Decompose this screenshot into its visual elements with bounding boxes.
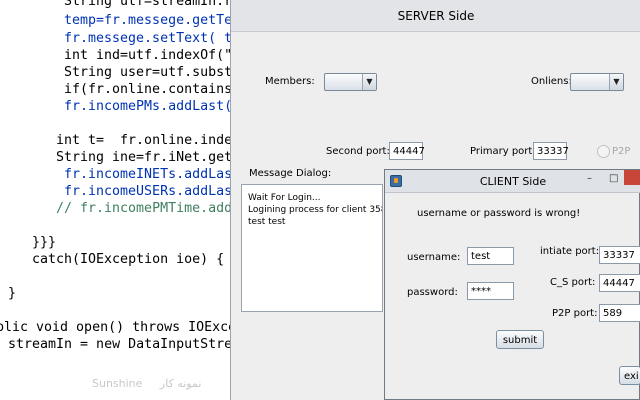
p2p-label: P2P (612, 146, 631, 157)
code-line: }}} (32, 235, 57, 250)
chevron-down-icon: ▼ (609, 74, 623, 90)
cs-port-field[interactable]: 44447 (599, 274, 640, 292)
code-line: fr.incomePMs.addLast(u (64, 99, 240, 114)
message-line: Logining process for client 3582 (248, 205, 383, 215)
password-label: password: (407, 287, 458, 298)
message-dialog-label: Message Dialog: (249, 168, 332, 179)
server-title: SERVER Side (397, 9, 475, 23)
code-line: if(fr.online.contains( (64, 82, 240, 97)
code-line: // fr.incomePMTime.addL (56, 201, 240, 216)
code-line: String utf=streamIn.readUTF(); (64, 0, 240, 9)
second-port-field[interactable]: 44447 (389, 142, 425, 160)
intiate-port-label: intiate port: (540, 246, 600, 257)
maximize-button[interactable]: □ (609, 173, 619, 184)
code-line: catch(IOException ioe) { (32, 252, 225, 267)
close-button[interactable] (624, 170, 640, 185)
exit-button[interactable]: exi (619, 366, 640, 385)
intiate-port-field[interactable]: 33337 (599, 246, 640, 264)
p2p-port-field[interactable]: 589 (599, 304, 640, 322)
message-line: Wait For Login... (248, 193, 321, 203)
p2p-radio[interactable] (597, 145, 610, 158)
members-dropdown[interactable]: ▼ (324, 73, 377, 91)
code-line: blic void open() throws IOExce (0, 320, 237, 335)
onliens-dropdown[interactable]: ▼ (570, 73, 624, 91)
error-message: username or password is wrong! (417, 208, 581, 219)
members-label: Members: (265, 76, 315, 87)
onliens-label: Onliens: (531, 76, 572, 87)
code-line: fr.incomeUSERs.addLast (64, 184, 240, 199)
second-port-label: Second port: (326, 146, 390, 157)
code-line: int t= fr.online.index (56, 133, 240, 148)
code-line: temp=fr.messege.getText(); (64, 13, 240, 28)
message-line: test test (248, 217, 286, 227)
code-editor[interactable]: String utf=streamIn.readUTF(); temp=fr.m… (0, 0, 240, 400)
code-line: streamIn = new DataInputStrea (8, 337, 240, 352)
code-line: fr.incomeINETs.addLast (64, 167, 240, 182)
client-titlebar[interactable]: CLIENT Side – □ (385, 170, 640, 193)
chevron-down-icon: ▼ (362, 74, 376, 90)
cs-port-label: C_S port: (550, 277, 596, 288)
primary-port-label: Primary port: (470, 146, 536, 157)
client-title: CLIENT Side (479, 175, 547, 188)
minimize-button[interactable]: – (587, 173, 592, 184)
client-window: CLIENT Side – □ username or password is … (384, 169, 640, 400)
username-field[interactable]: test (467, 247, 514, 265)
watermark: Sunshine نمونه کار (92, 377, 202, 390)
password-field[interactable]: **** (467, 282, 514, 300)
username-label: username: (407, 252, 461, 263)
server-titlebar[interactable]: SERVER Side (231, 0, 640, 32)
message-dialog-area[interactable]: Wait For Login... Logining process for c… (241, 184, 383, 312)
code-line: String ine=fr.iNet.get( (56, 150, 240, 165)
submit-button[interactable]: submit (496, 330, 544, 349)
code-line: fr.messege.setText( te (64, 31, 240, 46)
primary-port-field[interactable]: 33337 (533, 142, 569, 160)
java-icon (390, 175, 402, 187)
p2p-port-label: P2P port: (552, 308, 598, 319)
code-line: int ind=utf.indexOf(" (64, 48, 240, 63)
code-line: String user=utf.substr (64, 65, 240, 80)
code-line: } (8, 286, 17, 301)
